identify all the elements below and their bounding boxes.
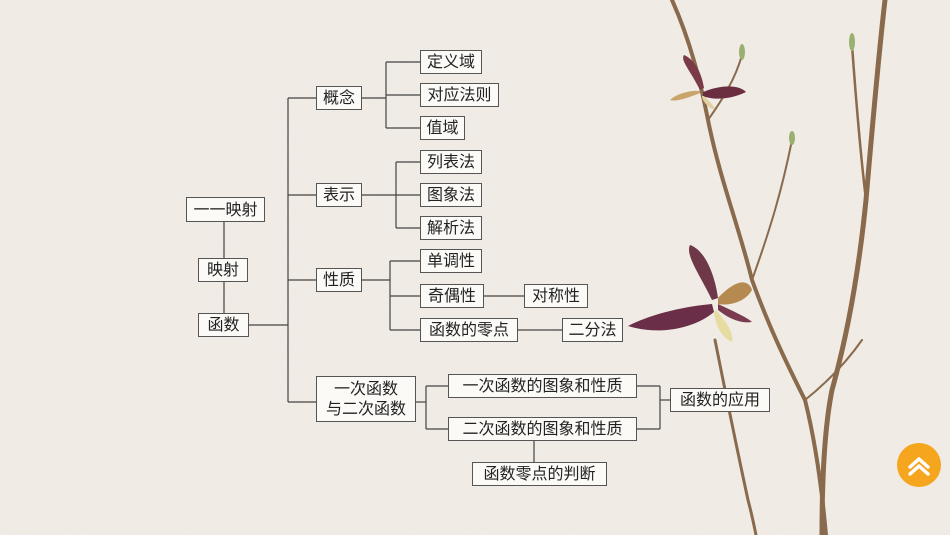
node-one-to-one-mapping: 一一映射 — [186, 197, 265, 222]
node-symmetry: 对称性 — [524, 284, 588, 308]
node-zero-judgement: 函数零点的判断 — [472, 462, 607, 486]
scroll-up-button[interactable] — [897, 443, 941, 487]
node-correspondence-rule: 对应法则 — [420, 83, 499, 107]
node-concept: 概念 — [316, 86, 362, 110]
node-linear-and-quadratic: 一次函数 与二次函数 — [316, 376, 416, 422]
node-parity: 奇偶性 — [420, 284, 484, 308]
node-graph-method: 图象法 — [420, 183, 482, 207]
node-bisection: 二分法 — [562, 318, 623, 342]
node-monotonicity: 单调性 — [420, 249, 482, 273]
node-function: 函数 — [198, 313, 249, 337]
node-list-method: 列表法 — [420, 150, 482, 174]
node-zero-point: 函数的零点 — [420, 318, 518, 342]
node-function-application: 函数的应用 — [670, 388, 770, 412]
node-domain: 定义域 — [420, 50, 482, 74]
node-quadratic-graph-property: 二次函数的图象和性质 — [448, 417, 637, 441]
node-linear-graph-property: 一次函数的图象和性质 — [448, 374, 637, 398]
node-representation: 表示 — [316, 183, 362, 207]
chevron-up-icon — [908, 457, 930, 476]
node-mapping: 映射 — [198, 258, 248, 282]
node-range: 值域 — [420, 116, 465, 140]
node-analytic-method: 解析法 — [420, 216, 482, 240]
node-property: 性质 — [316, 268, 362, 292]
